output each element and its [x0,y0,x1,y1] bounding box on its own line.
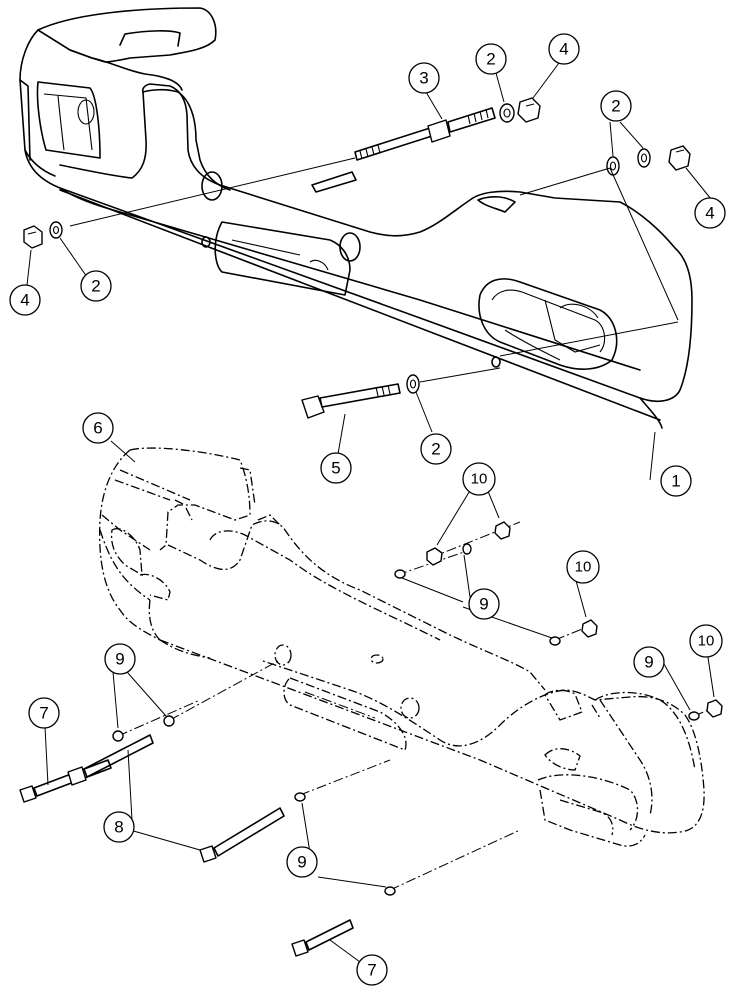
upper-alignment-lines [69,157,679,383]
callout-9: 9 [104,643,136,675]
callout-label: 1 [671,472,680,491]
callout-2: 2 [475,43,507,75]
callout-label: 4 [559,40,568,59]
callout-7: 7 [356,954,388,986]
callout-label: 9 [297,853,306,872]
callout-label: 6 [93,419,102,438]
callout-label: 3 [419,69,428,88]
upper-hardware [23,97,691,419]
callout-label: 2 [431,440,440,459]
callout-6: 6 [82,412,114,444]
callout-label: 5 [331,459,340,478]
callout-label: 10 [471,471,488,488]
counterweight-lower [98,447,705,847]
callout-label: 7 [367,961,376,980]
callout-label: 9 [479,595,488,614]
callout-label: 10 [575,559,592,576]
callout-label: 2 [611,97,620,116]
callout-4: 4 [694,197,726,229]
callout-4: 4 [548,33,580,65]
callout-3: 3 [408,62,440,94]
callout-1: 1 [660,465,692,497]
callout-8: 8 [103,811,135,843]
callout-label: 7 [39,704,48,723]
tie-rod-bolt [354,107,496,161]
callout-label: 8 [114,818,123,837]
callout-2: 2 [420,433,452,465]
callout-10: 10 [462,462,496,496]
leader-lines [26,62,715,963]
callout-2: 2 [80,270,112,302]
callout-9: 9 [468,588,500,620]
callout-label: 4 [705,204,714,223]
callout-9: 9 [286,846,318,878]
callout-9: 9 [633,646,665,678]
callout-10: 10 [566,550,600,584]
counterweight-upper [19,7,693,429]
callout-label: 2 [486,50,495,69]
callout-label: 9 [644,653,653,672]
callout-label: 4 [20,291,29,310]
callout-5: 5 [320,452,352,484]
callout-10: 10 [689,624,723,658]
lower-hardware [19,521,723,957]
callout-label: 10 [698,633,715,650]
callout-7: 7 [28,697,60,729]
callout-label: 9 [115,650,124,669]
callout-label: 2 [91,277,100,296]
callout-4: 4 [9,284,41,316]
callout-2: 2 [600,90,632,122]
